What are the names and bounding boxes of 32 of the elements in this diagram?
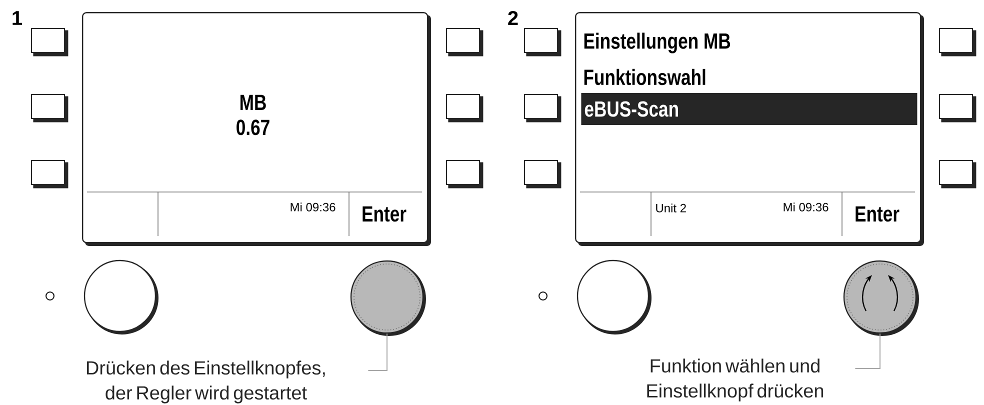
- side-button: [524, 94, 562, 122]
- side-button: [939, 28, 976, 56]
- display-text: MB 0.67: [236, 94, 270, 136]
- panel-number: 1: [12, 11, 22, 25]
- caption-text: Drücken des Einstellknopfes, der Regler wird gestartet: [87, 360, 325, 404]
- display-text: Mi 09:36: [290, 202, 336, 212]
- display-text: Enter: [856, 206, 900, 222]
- selected-menu-item: eBUS-Scan: [581, 93, 918, 125]
- rotary-knob: [350, 260, 426, 336]
- display-text: Mi 09:36: [784, 202, 828, 212]
- side-button: [446, 28, 484, 56]
- display-text: Funktionswahl: [584, 68, 706, 86]
- caption-text: Funktion wählen und Einstellknopf drücken: [647, 358, 824, 402]
- side-button: [524, 28, 562, 56]
- side-button: [524, 160, 562, 188]
- side-button: [939, 94, 976, 122]
- display-text: Unit 2: [656, 204, 686, 212]
- side-button: [31, 94, 68, 122]
- push-button: [84, 260, 158, 334]
- display-text: Enter: [362, 206, 406, 222]
- side-button: [446, 160, 484, 188]
- display-screen: [82, 12, 431, 246]
- rotary-knob: [843, 260, 919, 336]
- panel-number: 2: [508, 11, 518, 25]
- leader-line: [854, 333, 880, 369]
- push-button: [576, 260, 652, 334]
- leader-line: [368, 333, 388, 371]
- side-button: [446, 94, 484, 122]
- side-button: [939, 160, 976, 188]
- side-button: [31, 28, 68, 56]
- side-button: [31, 160, 68, 188]
- display-text: Einstellungen MB: [584, 32, 730, 54]
